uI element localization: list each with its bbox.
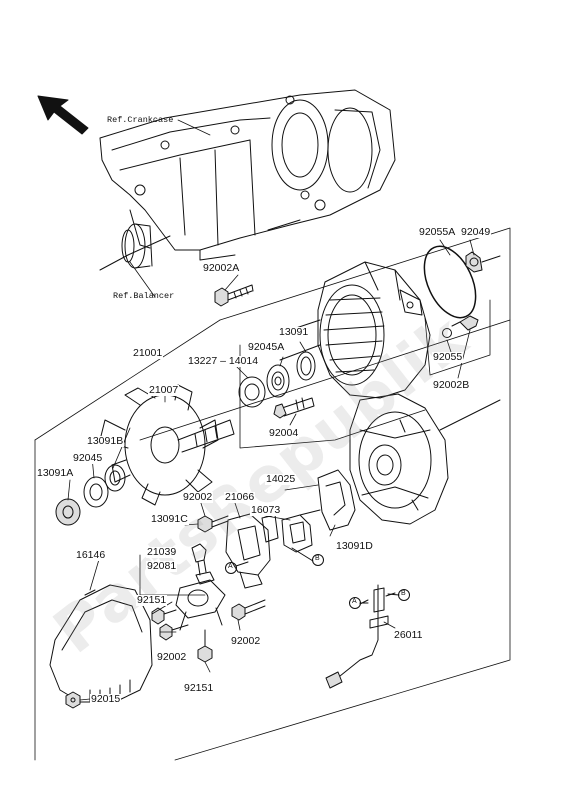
part-label-92002-top: 92002: [182, 491, 214, 503]
part-label-92002-mid: 92002: [156, 651, 188, 663]
small-parts-92055-92002b: [442, 315, 479, 338]
part-label-14025: 14025: [265, 473, 297, 485]
part-label-92002a: 92002A: [202, 262, 241, 274]
part-label-13227-14014: 13227 – 14014: [187, 355, 260, 367]
part-label-13091c: 13091C: [150, 513, 189, 525]
stator-assembly-21039: [191, 543, 215, 585]
ref-crankcase-label: Ref.Crankcase: [107, 115, 174, 125]
brush-holder-14025: [317, 469, 356, 531]
part-label-92081: 92081: [146, 560, 178, 572]
callout-markers: [225, 547, 410, 609]
shaft-bolt-92004: [273, 397, 315, 419]
ref-balancer-label: Ref.Balancer: [113, 291, 175, 301]
seal-13091: [296, 351, 316, 381]
bolt-92002a: [214, 284, 254, 307]
leader-lines: [67, 119, 475, 701]
regulator-21066: [225, 513, 279, 589]
bearing-92045a: [266, 364, 290, 398]
screw-92151-b: [197, 629, 213, 663]
part-label-92055a: 92055A: [418, 226, 457, 238]
part-label-21001: 21001: [132, 347, 164, 359]
part-label-92045a: 92045A: [247, 341, 286, 353]
screw-92002-upper: [197, 515, 229, 533]
part-label-92049: 92049: [460, 226, 492, 238]
alternator-housing: [279, 261, 431, 399]
part-label-92151-b: 92151: [183, 682, 215, 694]
part-label-92015: 92015: [90, 693, 122, 705]
callout-a-lower: A: [352, 598, 357, 605]
o-ring-92055a: [423, 245, 477, 319]
screw-92002-right: [231, 599, 266, 621]
seal-13091b: [104, 464, 126, 492]
part-label-26011: 26011: [393, 629, 424, 641]
bearing-92045: [83, 476, 109, 508]
brush-16073: [281, 509, 321, 553]
assembly-frame: [34, 227, 511, 761]
part-label-92055: 92055: [432, 351, 464, 363]
part-label-13091b: 13091B: [86, 435, 125, 447]
part-label-13091d: 13091D: [335, 540, 374, 552]
part-label-16146: 16146: [75, 549, 107, 561]
part-label-92151-a: 92151: [136, 594, 168, 606]
part-label-13091: 13091: [278, 326, 310, 338]
lower-bracket: [175, 579, 226, 631]
crankcase-reference-outline: [99, 89, 396, 261]
part-label-13091a: 13091A: [36, 467, 75, 479]
rear-cover: [349, 393, 501, 525]
part-label-16073: 16073: [250, 504, 282, 516]
wiring-harness-26011: [325, 584, 396, 689]
callout-b-lower: B: [401, 590, 406, 597]
part-label-92002-right: 92002: [230, 635, 262, 647]
screw-92015: [65, 691, 81, 709]
seal-13091a: [55, 498, 81, 526]
part-label-21066: 21066: [224, 491, 256, 503]
seal-14014: [238, 376, 266, 408]
part-label-92002b: 92002B: [432, 379, 471, 391]
part-label-21039: 21039: [146, 546, 178, 558]
bolt-92049: [465, 251, 501, 273]
callout-b-upper: B: [315, 555, 320, 562]
part-label-21007: 21007: [148, 384, 180, 396]
part-label-92004: 92004: [268, 427, 300, 439]
balancer-reference: [99, 223, 171, 271]
callout-a-upper: A: [228, 563, 233, 570]
front-arrow-icon: [37, 95, 89, 135]
part-label-92045: 92045: [72, 452, 104, 464]
screw-92151-a: [151, 607, 177, 625]
